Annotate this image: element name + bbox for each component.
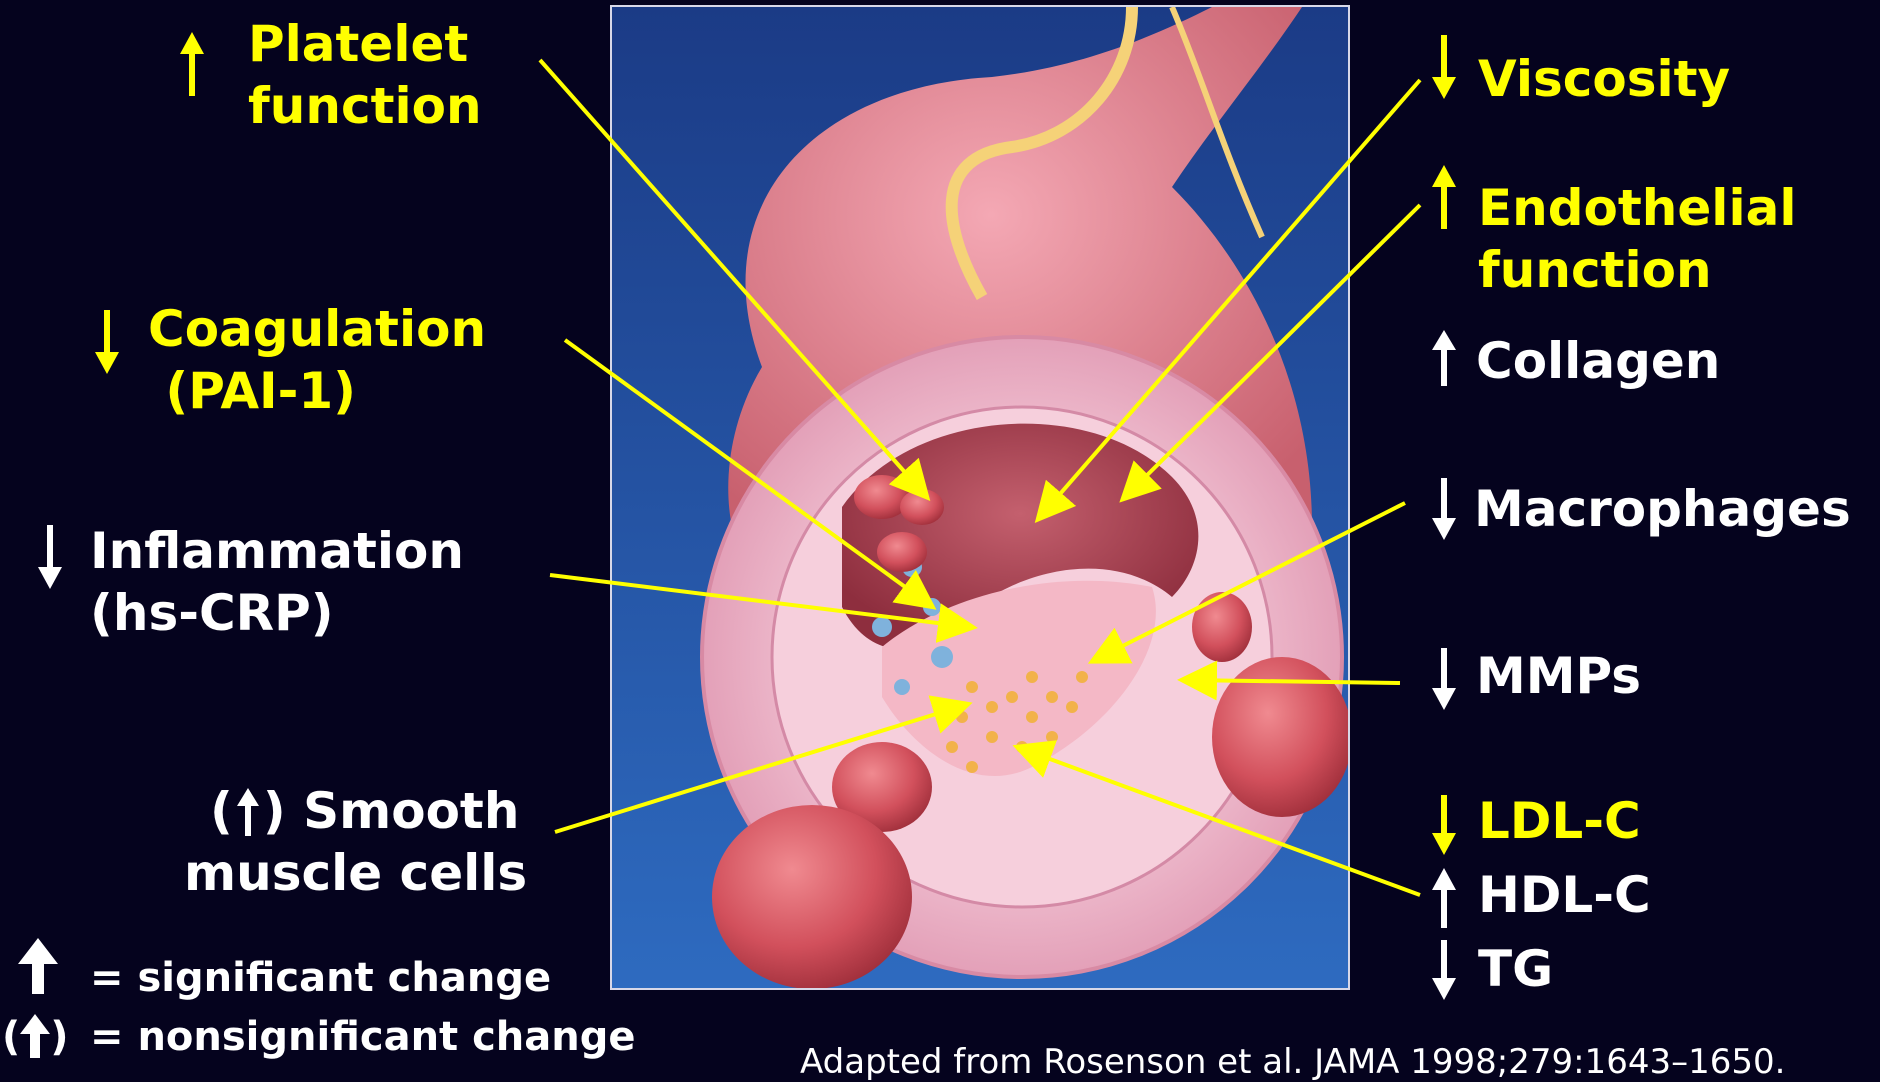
inflammation-label-line2: (hs-CRP)	[90, 582, 464, 644]
legend-significant: = significant change	[90, 953, 551, 1003]
up-arrow-icon	[180, 32, 204, 96]
up-arrow-icon	[1432, 868, 1456, 928]
down-arrow-icon	[95, 310, 119, 374]
smooth-muscle-label-line2: muscle cells	[184, 842, 527, 904]
pointer-inflammation	[550, 575, 970, 627]
smooth-muscle-label: ( ) Smooth muscle cells	[210, 780, 527, 904]
tg-label: TG	[1478, 938, 1553, 1000]
endothelial-function-label: Endothelial function	[1478, 177, 1796, 301]
down-arrow-icon	[1432, 35, 1456, 99]
pointer-ldl-hdl	[1020, 748, 1420, 895]
up-arrow-icon	[237, 788, 259, 836]
coagulation-label-line1: Coagulation	[148, 298, 486, 360]
pointer-macrophages	[1095, 503, 1405, 660]
up-arrow-icon	[1432, 165, 1456, 229]
inflammation-label: Inflammation (hs-CRP)	[90, 520, 464, 644]
down-arrow-icon	[38, 525, 62, 589]
smooth-muscle-label-line1: ( ) Smooth	[210, 780, 527, 842]
down-arrow-icon	[1432, 940, 1456, 1000]
legend-nonsignificant-symbol: ( )	[2, 1012, 69, 1062]
citation: Adapted from Rosenson et al. JAMA 1998;2…	[800, 1042, 1785, 1082]
ldl-c-label: LDL-C	[1478, 790, 1641, 852]
endothelial-label-line1: Endothelial	[1478, 177, 1796, 239]
macrophages-label: Macrophages	[1474, 478, 1851, 540]
endothelial-label-line2: function	[1478, 239, 1796, 301]
pointer-platelet	[540, 60, 925, 495]
pointer-smooth-muscle	[555, 705, 965, 832]
platelet-label-line2: function	[248, 75, 482, 137]
inflammation-label-line1: Inflammation	[90, 520, 464, 582]
coagulation-label-line2: (PAI-1)	[148, 360, 486, 422]
pointer-viscosity	[1040, 80, 1420, 517]
viscosity-label: Viscosity	[1478, 48, 1730, 110]
mmps-label: MMPs	[1476, 645, 1641, 707]
down-arrow-icon	[1432, 648, 1456, 710]
collagen-label: Collagen	[1476, 330, 1720, 392]
pointer-coagulation	[565, 340, 930, 605]
hdl-c-label: HDL-C	[1478, 864, 1651, 926]
coagulation-label: Coagulation (PAI-1)	[148, 298, 486, 422]
up-arrow-icon	[1432, 330, 1456, 386]
down-arrow-icon	[1432, 478, 1456, 540]
up-arrow-icon	[20, 1014, 50, 1058]
platelet-label-line1: Platelet	[248, 13, 482, 75]
platelet-function-label: Platelet function	[248, 13, 482, 137]
legend-nonsignificant: = nonsignificant change	[90, 1012, 636, 1062]
up-arrow-icon	[18, 938, 58, 994]
down-arrow-icon	[1432, 795, 1456, 855]
pointer-mmps	[1185, 680, 1400, 683]
